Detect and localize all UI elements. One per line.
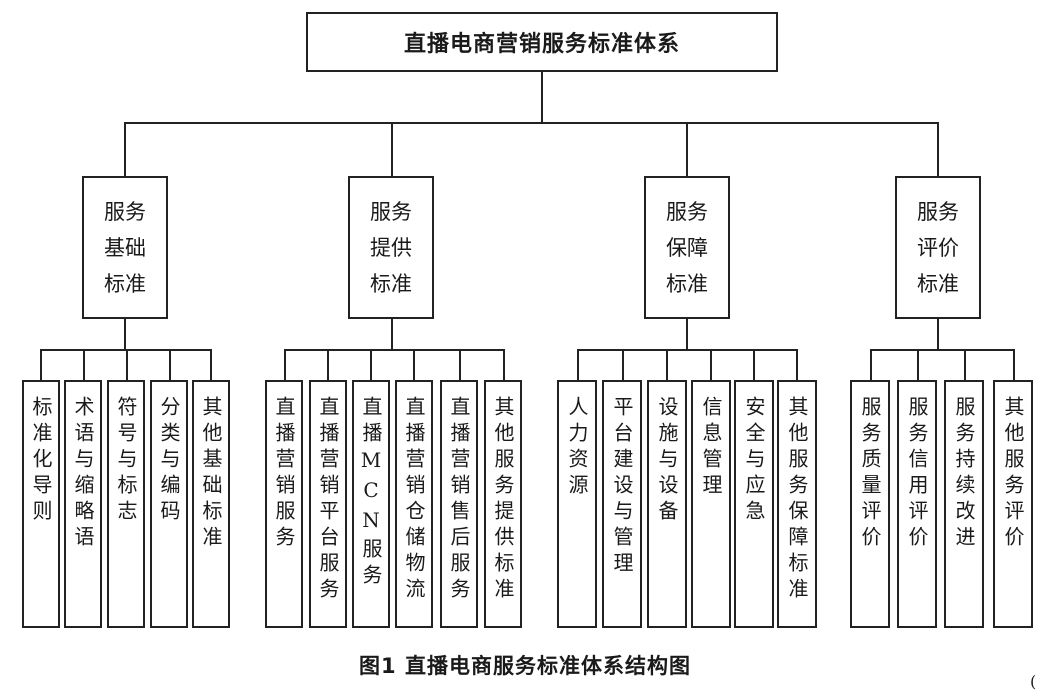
connector-category-4-drop <box>937 122 939 178</box>
category-node-assurance: 服务 保障 标准 <box>644 176 730 319</box>
connector-leaf-drop <box>40 349 42 382</box>
category-label-line: 标准 <box>104 271 146 296</box>
connector-category-1-drop <box>124 122 126 178</box>
category-label-line: 保障 <box>666 235 708 260</box>
category-label-line: 标准 <box>666 271 708 296</box>
leaf-node: 服务质量评价 <box>850 380 890 628</box>
leaf-node: 服务持续改进 <box>944 380 984 628</box>
leaf-node-label: 符号与标志 <box>114 396 138 526</box>
connector-category-2-drop <box>391 122 393 178</box>
leaf-node-label: 其他基础标准 <box>199 396 223 552</box>
leaf-node: 标准化导则 <box>22 380 60 628</box>
leaf-node: 设施与设备 <box>647 380 687 628</box>
connector-leaf-drop <box>126 349 128 382</box>
connector-leaf-drop <box>753 349 755 382</box>
leaf-node-label: 其他服务提供标准 <box>491 396 515 604</box>
leaf-node-label: 标准化导则 <box>29 396 53 526</box>
leaf-node: 人力资源 <box>557 380 597 628</box>
leaf-node-label: 直播营销仓储物流 <box>402 396 426 604</box>
connector-group-2-stem <box>391 319 393 351</box>
category-label-line: 基础 <box>104 235 146 260</box>
connector-group-3-stem <box>686 319 688 351</box>
leaf-node-label: 服务持续改进 <box>952 396 976 552</box>
connector-leaf-drop <box>284 349 286 382</box>
figure-caption: 图1 直播电商服务标准体系结构图 <box>359 654 691 678</box>
connector-leaf-drop <box>210 349 212 382</box>
connector-leaf-drop <box>964 349 966 382</box>
leaf-node: 平台建设与管理 <box>602 380 642 628</box>
connector-leaf-drop <box>169 349 171 382</box>
category-label-line: 提供 <box>370 235 412 260</box>
connector-leaf-drop <box>870 349 872 382</box>
leaf-node: 直播营销平台服务 <box>309 380 347 628</box>
category-label-line: 服务 <box>666 199 708 224</box>
leaf-node: 其他服务保障标准 <box>777 380 817 628</box>
connector-group-2-bus <box>284 349 505 351</box>
connector-leaf-drop <box>327 349 329 382</box>
leaf-node: 符号与标志 <box>107 380 145 628</box>
leaf-node-label: 其他服务保障标准 <box>785 396 809 604</box>
corner-mark: ( <box>1030 672 1037 691</box>
category-label-line: 评价 <box>917 235 959 260</box>
connector-leaf-drop <box>503 349 505 382</box>
connector-leaf-drop <box>83 349 85 382</box>
leaf-node: 其他服务提供标准 <box>484 380 522 628</box>
leaf-node-label: 其他服务评价 <box>1001 396 1025 552</box>
root-node: 直播电商营销服务标准体系 <box>306 12 778 72</box>
leaf-node: 直播营销仓储物流 <box>395 380 433 628</box>
connector-leaf-drop <box>622 349 624 382</box>
connector-group-1-stem <box>124 319 126 351</box>
leaf-node-label: 术语与缩略语 <box>71 396 95 552</box>
leaf-node-label: 直播营销服务 <box>272 396 296 552</box>
leaf-node: 直播营销售后服务 <box>440 380 478 628</box>
leaf-node-label: 信息管理 <box>699 396 723 500</box>
leaf-node-label: 分类与编码 <box>157 396 181 526</box>
leaf-node-label: 服务信用评价 <box>905 396 929 552</box>
leaf-node-label: 直播MCN服务 <box>359 396 383 590</box>
leaf-node: 其他服务评价 <box>993 380 1033 628</box>
connector-group-4-bus <box>870 349 1015 351</box>
category-label-line: 服务 <box>370 199 412 224</box>
leaf-node: 术语与缩略语 <box>64 380 102 628</box>
root-node-label: 直播电商营销服务标准体系 <box>403 31 680 57</box>
connector-leaf-drop <box>710 349 712 382</box>
category-node-provision: 服务 提供 标准 <box>348 176 434 319</box>
leaf-node: 直播MCN服务 <box>352 380 390 628</box>
category-label-line: 服务 <box>104 199 146 224</box>
leaf-node-label: 直播营销售后服务 <box>447 396 471 604</box>
leaf-node-label: 服务质量评价 <box>858 396 882 552</box>
leaf-node-label: 直播营销平台服务 <box>316 396 340 604</box>
connector-leaf-drop <box>796 349 798 382</box>
leaf-node-label: 安全与应急 <box>742 396 766 526</box>
category-label-line: 标准 <box>917 271 959 296</box>
leaf-node: 直播营销服务 <box>265 380 303 628</box>
connector-leaf-drop <box>413 349 415 382</box>
leaf-node: 安全与应急 <box>734 380 774 628</box>
leaf-node: 服务信用评价 <box>897 380 937 628</box>
connector-leaf-drop <box>459 349 461 382</box>
category-node-foundation: 服务 基础 标准 <box>82 176 168 319</box>
connector-group-3-bus <box>577 349 798 351</box>
category-label-line: 标准 <box>370 271 412 296</box>
connector-leaf-drop <box>917 349 919 382</box>
connector-root-stem <box>541 72 543 124</box>
connector-leaf-drop <box>666 349 668 382</box>
category-node-evaluation: 服务 评价 标准 <box>895 176 981 319</box>
leaf-node: 信息管理 <box>691 380 731 628</box>
leaf-node-label: 人力资源 <box>565 396 589 500</box>
leaf-node: 分类与编码 <box>150 380 188 628</box>
connector-group-4-stem <box>937 319 939 351</box>
connector-category-3-drop <box>686 122 688 178</box>
connector-category-bus <box>124 122 939 124</box>
connector-leaf-drop <box>1013 349 1015 382</box>
category-label-line: 服务 <box>917 199 959 224</box>
connector-leaf-drop <box>577 349 579 382</box>
leaf-node-label: 平台建设与管理 <box>610 396 634 578</box>
leaf-node-label: 设施与设备 <box>655 396 679 526</box>
leaf-node: 其他基础标准 <box>192 380 230 628</box>
connector-leaf-drop <box>370 349 372 382</box>
